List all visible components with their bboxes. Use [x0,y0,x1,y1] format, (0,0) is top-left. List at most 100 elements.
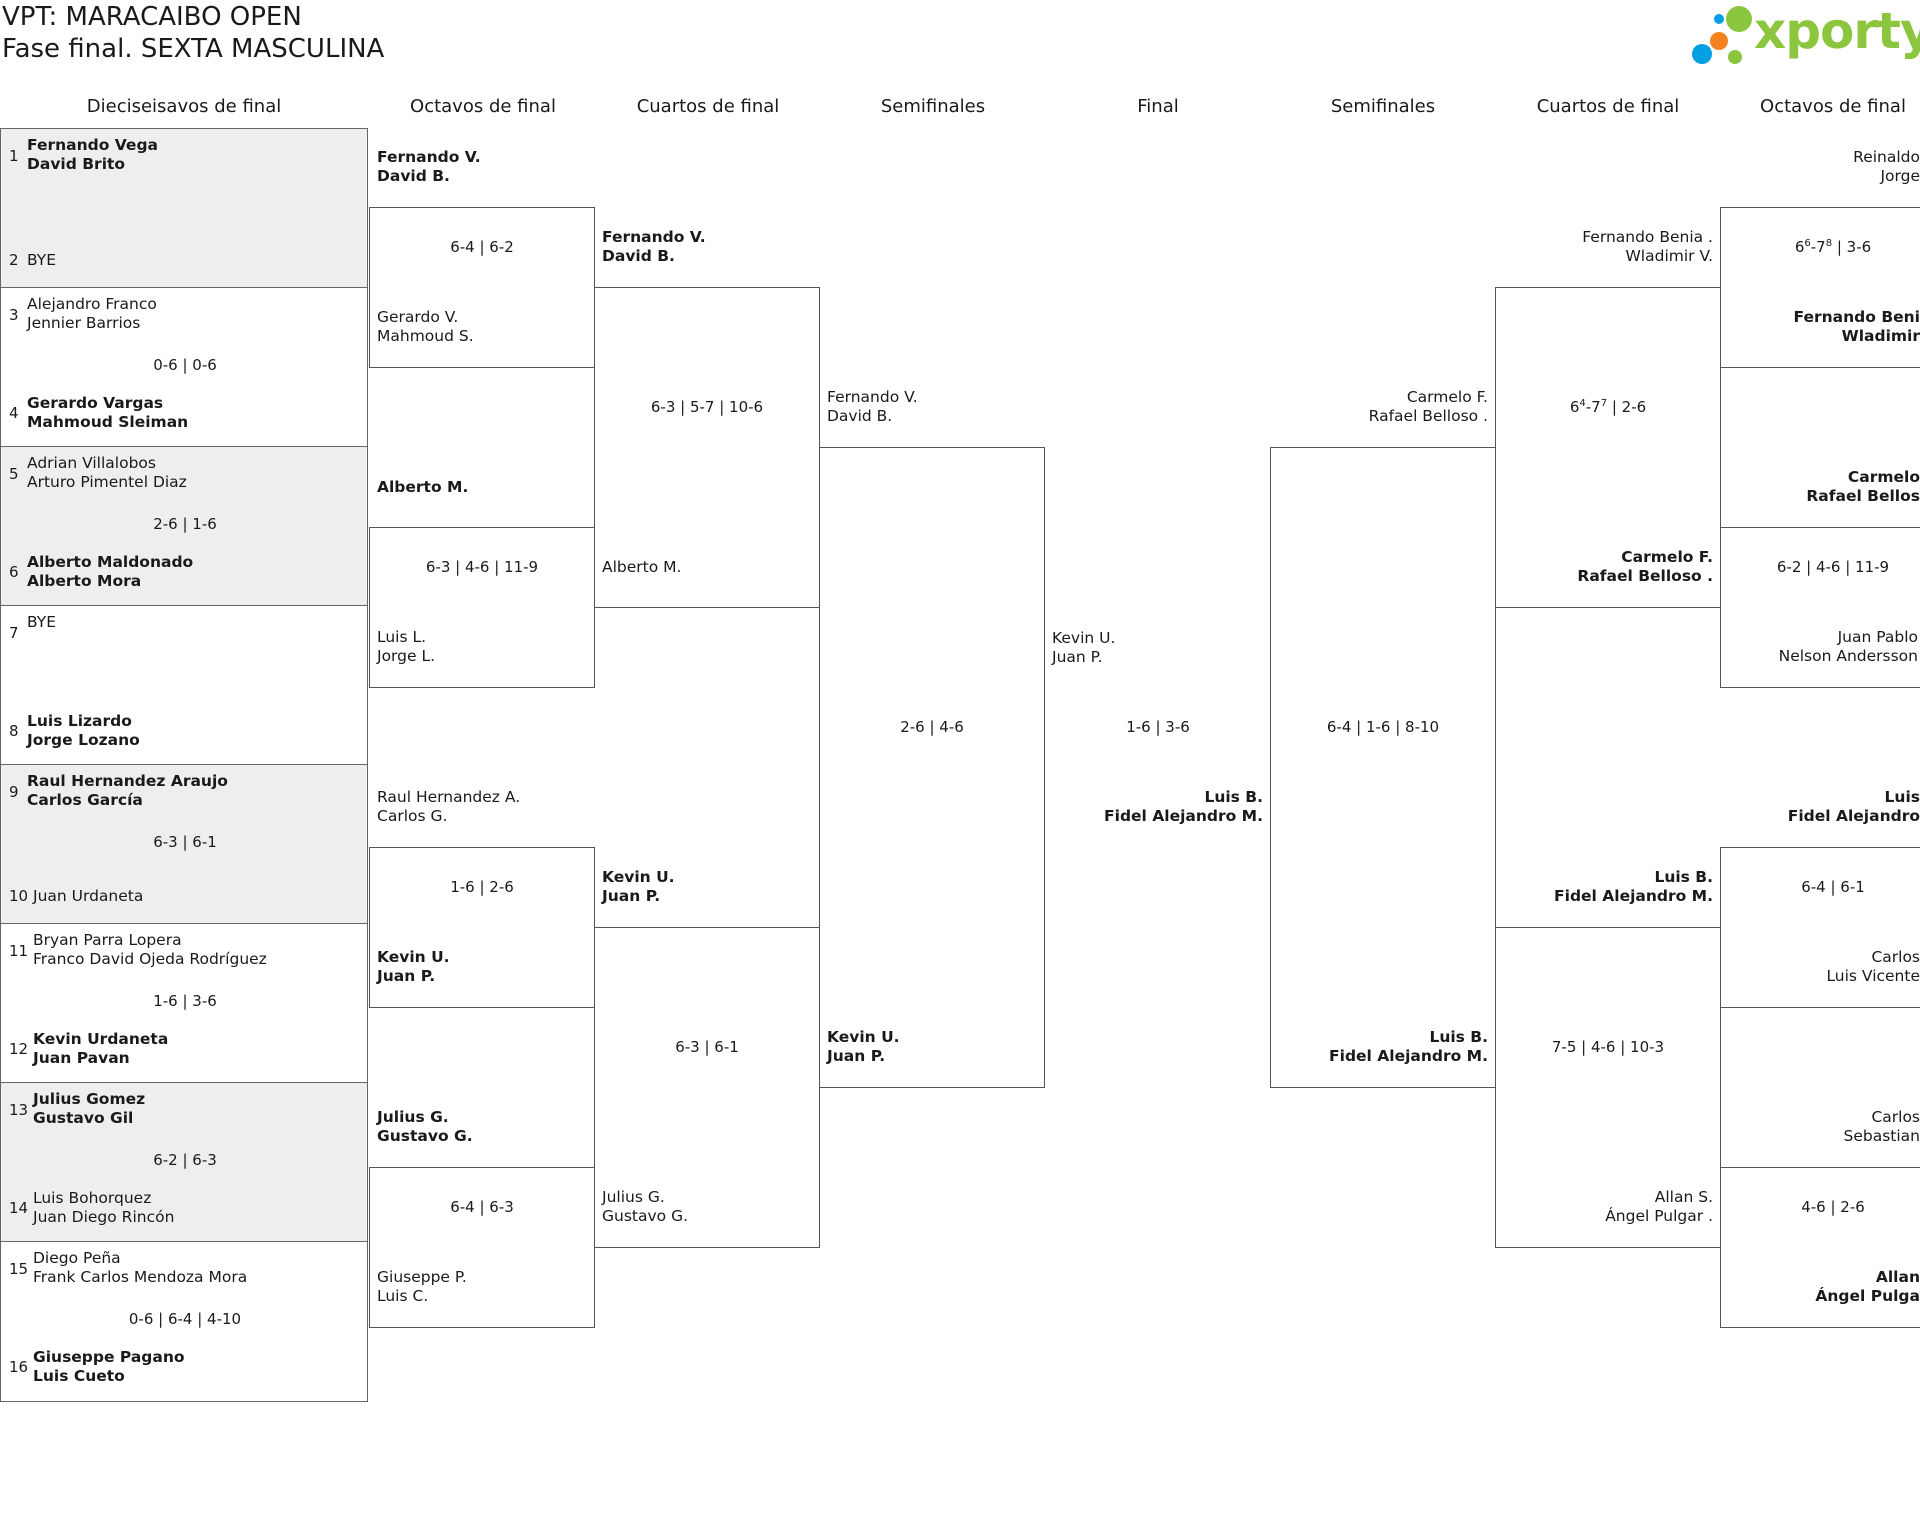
sf-score: 2-6 | 4-6 [900,718,964,736]
round-header-sf-right: Semifinales [1330,96,1436,117]
logo-dot-orange [1710,32,1728,50]
round-header-qf-left: Cuartos de final [636,96,780,117]
qf-match-box-right [1495,927,1721,1248]
round-header-sf-left: Semifinales [880,96,986,117]
qf-team-right[interactable]: Luis B.Fidel Alejandro M. [1554,868,1713,905]
r16-match-box-right [1720,207,1920,368]
qf-team[interactable]: Kevin U.Juan P. [602,868,675,905]
r16-team[interactable]: Luis L.Jorge L. [377,628,436,665]
r16-team[interactable]: Alberto M. [377,478,469,496]
qf-team-right[interactable]: Allan S.Ángel Pulgar . [1605,1188,1713,1225]
seed-number: 8 [9,722,19,740]
r16-match-box-right [1720,527,1920,688]
xporty-logo[interactable]: xporty [1690,2,1920,68]
sf-score-right: 6-4 | 1-6 | 8-10 [1326,718,1440,736]
seed-number: 16 [9,1358,29,1376]
first-round-team[interactable]: BYE [27,613,57,631]
qf-team[interactable]: Alberto M. [602,558,682,576]
page-subtitle: Fase final. SEXTA MASCULINA [2,34,385,64]
qf-score-right: 64-77 | 2-6 [1569,398,1647,416]
r16-team[interactable]: Giuseppe P.Luis C. [377,1268,467,1305]
first-round-team[interactable]: Juan Urdaneta [33,887,144,905]
page-title: VPT: MARACAIBO OPEN [2,2,302,32]
sf-team[interactable]: Kevin U.Juan P. [827,1028,900,1065]
final-team[interactable]: Kevin U.Juan P. [1052,629,1116,666]
seed-number: 14 [9,1199,29,1217]
r16-team[interactable]: Fernando V.David B. [377,148,481,185]
sf-team[interactable]: Fernando V.David B. [827,388,918,425]
seed-number: 1 [9,147,19,165]
qf-score-right: 7-5 | 4-6 | 10-3 [1551,1038,1665,1056]
r16-team[interactable]: Raul Hernandez A.Carlos G. [377,788,521,825]
r16-team[interactable]: Gerardo V.Mahmoud S. [377,308,474,345]
round-header-r16-left: Octavos de final [410,96,556,117]
first-round-score: 1-6 | 3-6 [153,992,217,1010]
sf-team-right[interactable]: Carmelo F.Rafael Belloso . [1368,388,1488,425]
r16-score: 6-3 | 4-6 | 11-9 [425,558,539,576]
seed-number: 10 [9,887,29,905]
qf-team[interactable]: Julius G.Gustavo G. [602,1188,689,1225]
logo-dot-blue [1692,44,1712,64]
qf-team-right[interactable]: Carmelo F.Rafael Belloso . [1577,548,1713,585]
logo-dot-blue-small [1714,14,1724,24]
qf-score: 6-3 | 5-7 | 10-6 [650,398,764,416]
seed-number: 3 [9,306,19,324]
round-header-r16-right: Octavos de final [1760,96,1906,117]
r16-score-right: 6-4 | 6-1 [1801,878,1865,896]
round-header-r32: Dieciseisavos de final [86,96,282,117]
final-score: 1-6 | 3-6 [1126,718,1190,736]
r16-score: 6-4 | 6-2 [450,238,514,256]
seed-number: 15 [9,1260,29,1278]
first-round-score: 6-2 | 6-3 [153,1151,217,1169]
qf-team-right[interactable]: Fernando Benia .Wladimir V. [1582,228,1713,265]
qf-match-box-right [1495,287,1721,608]
final-team[interactable]: Luis B.Fidel Alejandro M. [1104,788,1263,825]
sf-team-right[interactable]: Luis B.Fidel Alejandro M. [1329,1028,1488,1065]
first-round-score: 2-6 | 1-6 [153,515,217,533]
first-round-score: 6-3 | 6-1 [153,833,217,851]
seed-number: 2 [9,251,19,269]
first-round-team[interactable]: BYE [27,251,57,269]
r16-team[interactable]: Julius G.Gustavo G. [377,1108,473,1145]
round-header-final: Final [1137,96,1179,117]
qf-team[interactable]: Fernando V.David B. [602,228,706,265]
seed-number: 5 [9,465,19,483]
r16-match-box-right [1720,1167,1920,1328]
seed-number: 9 [9,783,19,801]
sf-match-box [819,447,1045,1088]
r16-score-right: 66-78 | 3-6 [1794,238,1872,256]
r16-team[interactable]: Kevin U.Juan P. [377,948,450,985]
r16-score-right: 4-6 | 2-6 [1801,1198,1865,1216]
round-header-qf-right: Cuartos de final [1536,96,1680,117]
logo-dot-green-small [1728,50,1742,64]
seed-number: 6 [9,563,19,581]
first-round-score: 0-6 | 6-4 | 4-10 [128,1310,242,1328]
r16-score: 6-4 | 6-3 [450,1198,514,1216]
first-round-score: 0-6 | 0-6 [153,356,217,374]
